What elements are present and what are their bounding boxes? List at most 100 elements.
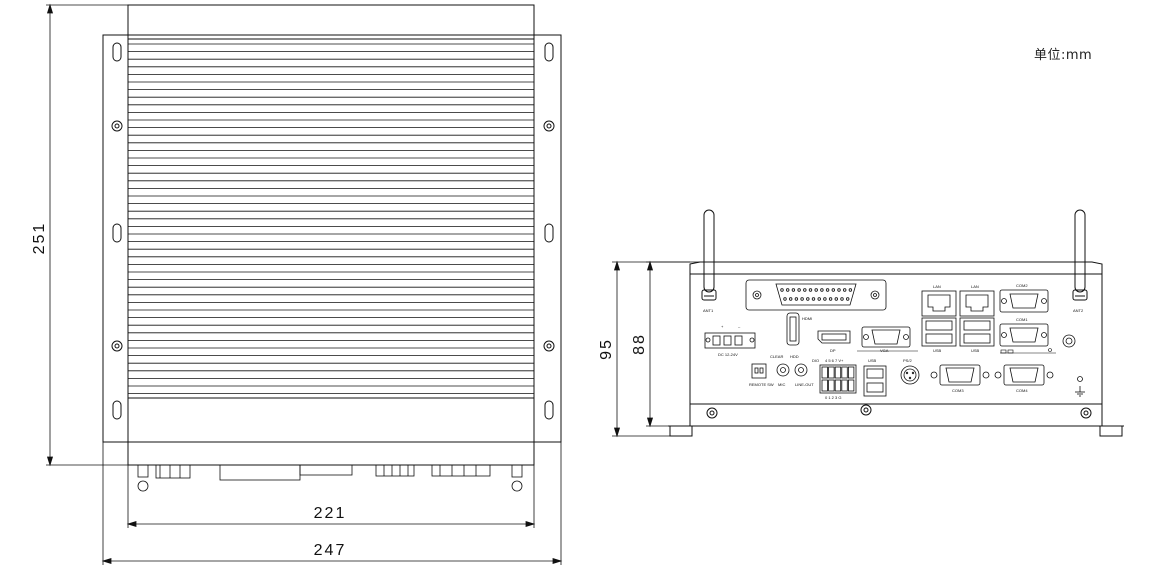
dc-input-label: DC 12-24V bbox=[718, 352, 738, 357]
hdmi-port: HDMI bbox=[786, 312, 812, 346]
usb-stack-2: USB bbox=[959, 317, 995, 353]
db25-pin bbox=[811, 297, 816, 301]
dimension-247: 247 bbox=[101, 442, 563, 565]
keyhole-slot bbox=[544, 223, 554, 243]
dio-top-pins: 4 5 6 7 V+ bbox=[825, 358, 844, 363]
keyhole-slot bbox=[544, 400, 554, 420]
dc-plus-sign: + bbox=[721, 324, 724, 329]
db25-pin bbox=[848, 288, 853, 292]
usb-stack-1: USB bbox=[921, 317, 957, 353]
mounting-feet bbox=[668, 425, 1124, 437]
mounting-bracket bbox=[102, 34, 562, 443]
front-view: ANT1 ANT2 + – DC 12-24V HDMI bbox=[598, 209, 1124, 438]
lan2-label: LAN bbox=[971, 284, 979, 289]
com1-port: COM1 bbox=[999, 317, 1049, 347]
db25-pin bbox=[843, 288, 847, 292]
keyhole-slot bbox=[112, 223, 122, 243]
dimension-88: 88 bbox=[631, 260, 690, 428]
line-out-jack: LINE-OUT bbox=[794, 363, 814, 387]
db25-pin bbox=[794, 297, 799, 301]
db25-pin bbox=[789, 297, 793, 301]
usb-label-2: USB bbox=[971, 348, 980, 353]
com4-port: COM4 bbox=[994, 364, 1054, 393]
db25-pin bbox=[806, 297, 810, 301]
chassis-top-lip bbox=[689, 261, 1103, 275]
db25-pin bbox=[780, 288, 784, 292]
com1-label: COM1 bbox=[1016, 317, 1028, 322]
rubber-foot bbox=[137, 480, 149, 492]
db25-pin bbox=[783, 297, 787, 301]
screw-holes bbox=[111, 120, 555, 352]
dio-pin-cell bbox=[841, 366, 848, 379]
rear-connectors bbox=[137, 464, 523, 492]
vga-label: VGA bbox=[880, 348, 889, 353]
displayport: DP bbox=[817, 330, 851, 353]
com3-label: COM3 bbox=[952, 388, 964, 393]
lan1-label: LAN bbox=[933, 284, 941, 289]
com4-label: COM4 bbox=[1016, 388, 1028, 393]
db25-pin bbox=[814, 288, 818, 292]
db25-pin bbox=[831, 288, 835, 292]
com2-port: COM2 bbox=[999, 283, 1049, 313]
keyhole-slot bbox=[112, 400, 122, 420]
db25-pin bbox=[817, 297, 821, 301]
keyhole-slots bbox=[112, 42, 554, 420]
unit-label: 单位:mm bbox=[1034, 48, 1093, 63]
remote-switch: REMOTE SW bbox=[749, 363, 774, 387]
dio-pin-cell bbox=[828, 379, 835, 392]
db25-pin bbox=[791, 288, 796, 292]
hdmi-label: HDMI bbox=[802, 316, 812, 321]
line-out-label: LINE-OUT bbox=[795, 382, 814, 387]
dimension-95: 95 bbox=[598, 260, 700, 438]
led-row bbox=[1000, 348, 1056, 354]
dc-input-connector: + – DC 12-24V bbox=[704, 324, 756, 357]
db25-pin bbox=[808, 288, 813, 292]
db25-pin bbox=[797, 288, 801, 292]
lan-port-2: LAN bbox=[959, 284, 995, 317]
dimension-221: 221 bbox=[126, 465, 536, 528]
vga-port: VGA bbox=[861, 326, 911, 353]
wifi-antenna-mount bbox=[1062, 334, 1076, 348]
dio-terminal-block: DIO 4 5 6 7 V+ 0 1 2 3 G bbox=[812, 358, 857, 400]
rubber-foot bbox=[511, 480, 523, 492]
dio-label: DIO bbox=[812, 358, 819, 363]
heatsink-fins bbox=[128, 43, 534, 395]
dio-bottom-pins: 0 1 2 3 G bbox=[825, 395, 841, 400]
dio-pin-cell bbox=[834, 379, 842, 392]
dp-label: DP bbox=[830, 348, 836, 353]
heatsink-bottom-cap bbox=[127, 397, 535, 466]
dio-pin-cell bbox=[848, 366, 855, 379]
usb-label-1: USB bbox=[933, 348, 942, 353]
ant2-label: ANT2 bbox=[1073, 308, 1084, 313]
antenna-2 bbox=[1072, 209, 1088, 301]
db25-pin bbox=[803, 288, 807, 292]
db25-pin bbox=[834, 297, 838, 301]
antenna-1 bbox=[701, 209, 717, 301]
dio-pin-cell bbox=[821, 366, 828, 379]
dimension-body-height-label: 88 bbox=[631, 333, 648, 355]
ground-icon bbox=[1075, 376, 1085, 397]
bottom-plate bbox=[689, 403, 1103, 427]
db25-pin bbox=[825, 288, 830, 292]
usb-label-3: USB bbox=[868, 358, 877, 363]
dio-pin-cell bbox=[828, 366, 835, 379]
clear-label: CLEAR bbox=[770, 354, 783, 359]
top-view: 251 221 247 bbox=[31, 3, 563, 565]
dimension-height-label: 251 bbox=[31, 222, 48, 255]
lan-port-1: LAN bbox=[921, 284, 957, 317]
db25-pin bbox=[786, 288, 790, 292]
db25-pin bbox=[800, 297, 804, 301]
dimension-inner-width-label: 221 bbox=[314, 505, 347, 522]
db25-pin bbox=[840, 297, 844, 301]
db25-pin bbox=[828, 297, 833, 301]
dimension-outer-width-label: 247 bbox=[314, 542, 347, 559]
mic-jack: MIC bbox=[776, 363, 790, 387]
com3-port: COM3 bbox=[930, 364, 990, 393]
dio-pin-cell bbox=[841, 379, 848, 392]
keyhole-slot bbox=[544, 42, 554, 62]
keyhole-slot bbox=[112, 42, 122, 62]
dio-pin-cell bbox=[821, 379, 828, 392]
hdd-label: HDD bbox=[790, 354, 799, 359]
com2-label: COM2 bbox=[1016, 283, 1028, 288]
